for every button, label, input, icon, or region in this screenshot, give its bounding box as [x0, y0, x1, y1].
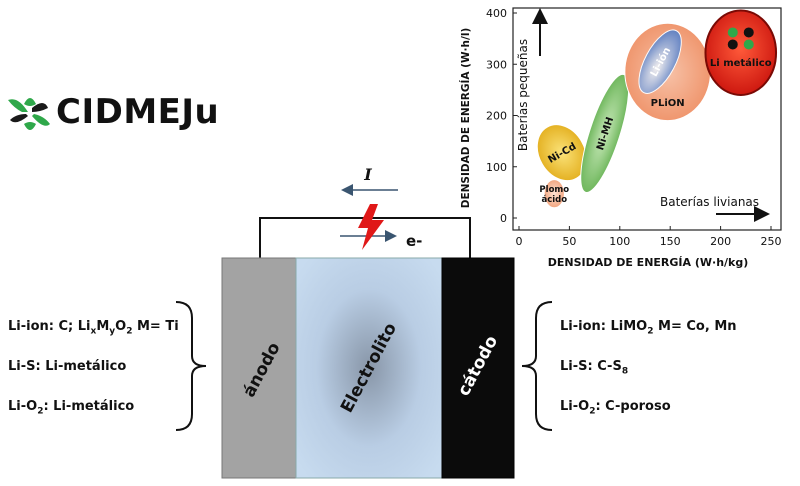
annotation-small-batteries: Baterías pequeñas	[516, 39, 530, 151]
logo-icon	[8, 98, 50, 130]
x-tick-label: 100	[609, 235, 630, 248]
leaf-cross-icon	[727, 27, 754, 50]
cathode-brace	[521, 301, 553, 431]
y-tick-label: 400	[486, 7, 507, 20]
lightning-bolt-icon	[358, 204, 384, 250]
anode-block	[221, 257, 297, 479]
region-label-5: Li metálico	[710, 57, 772, 69]
cathode-material-0: Li-ion: LiMO2 M= Co, Mn	[560, 319, 737, 337]
anode-material-0: Li-ion: C; LixMyO2 M= Ti	[8, 319, 179, 337]
y-tick-label: 300	[486, 58, 507, 71]
anode-material-2: Li-O2: Li-metálico	[8, 399, 135, 417]
chart-y-label: DENSIDAD DE ENERGÍA (W·h/l)	[459, 28, 472, 209]
current-label: I	[363, 165, 372, 184]
region-plomo-cido	[543, 179, 565, 209]
electron-label: e-	[406, 232, 422, 250]
electrolyte-block	[295, 257, 443, 479]
cathode-material-1: Li-S: C-S8	[560, 359, 629, 377]
x-tick-label: 50	[562, 235, 576, 248]
x-tick-label: 150	[660, 235, 681, 248]
annotation-light-batteries: Baterías livianas	[660, 195, 759, 209]
chart-frame	[512, 7, 782, 231]
region-li-i-n	[638, 29, 682, 94]
y-tick-label: 0	[500, 212, 507, 225]
chart-x-label: DENSIDAD DE ENERGÍA (W·h/kg)	[548, 256, 749, 269]
logo-text: CIDMEJu	[56, 92, 220, 132]
anode-material-1: Li-S: Li-metálico	[8, 359, 127, 374]
region-label-3: PLiON	[651, 98, 685, 109]
anode-brace	[175, 301, 207, 431]
cathode-material-2: Li-O2: C-poroso	[560, 399, 671, 417]
region-li-met-lico	[704, 9, 778, 96]
y-tick-label: 200	[486, 110, 507, 123]
cathode-block	[441, 257, 515, 479]
region-ni-cd	[536, 124, 587, 182]
x-tick-label: 0	[516, 235, 523, 248]
y-tick-label: 100	[486, 161, 507, 174]
x-tick-label: 250	[761, 235, 782, 248]
x-tick-label: 200	[710, 235, 731, 248]
region-ni-mh	[580, 73, 630, 193]
